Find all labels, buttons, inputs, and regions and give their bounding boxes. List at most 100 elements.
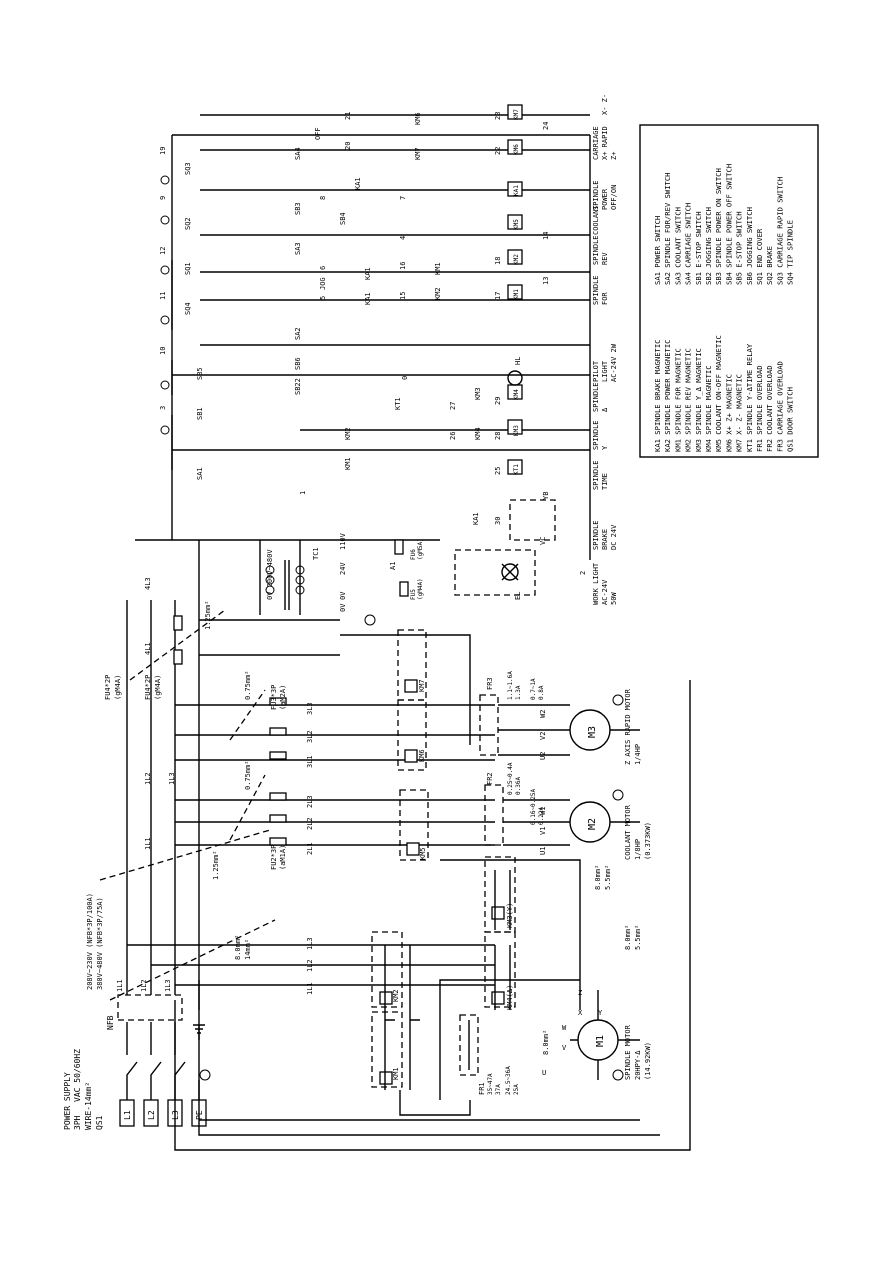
brake-enclosure (509, 499, 556, 541)
col-pilot-sub2: AC-24V 2W (610, 343, 618, 382)
fr1-set1: 35~47A (487, 1073, 494, 1095)
qs1-label: QS1 (95, 1115, 104, 1130)
m1-wire-4: 8.0mm² (594, 865, 602, 890)
km2-coil (507, 249, 523, 265)
km5-contactor (399, 789, 429, 861)
line-1l2: 1L2 (140, 979, 148, 992)
sb6-label: SB6 (294, 357, 302, 370)
legend-entry: KM2 SPINDLE REV MAGNETIC (684, 348, 693, 452)
wire-9: 9 (159, 196, 167, 200)
m1-rating: 20HPY-Δ (634, 1050, 642, 1080)
km3-label: KM3(Y) (506, 903, 514, 928)
sa4-label: SA4 (294, 147, 302, 160)
wire-11: 11 (159, 292, 167, 300)
line-1l3: 1L3 (164, 979, 172, 992)
wire-22: 22 (494, 147, 502, 155)
fu2-rating: (aM1A) (279, 845, 287, 870)
col-power-sub2: OFF/ON (610, 185, 618, 210)
sa1-label: SA1 (196, 467, 204, 480)
fu6-label: FU6 (410, 549, 417, 560)
wire-size-notes: 8.0mm² 14mm² 1.25mm² 0.75mm² 0.75mm² 1.2… (99, 600, 276, 1001)
fr3-label: FR3 (486, 677, 494, 690)
input-terminals: L1 L2 L3 PE (119, 1099, 207, 1127)
contact-km7: KM7 (414, 147, 422, 160)
legend-entry: KA1 SPINDLE BRAKE MAGNETIC (653, 339, 662, 452)
wire-2: 2 (579, 571, 587, 575)
m1-wire-1: 8.0mm² (542, 1030, 550, 1055)
fr2-set1: 0.25~0.4A (507, 762, 514, 795)
m2-kw: (0.373KW) (644, 822, 652, 860)
fu3-rating: (aM2A) (279, 685, 287, 710)
terminal-l1-label: L1 (123, 1110, 132, 1120)
tc1-primary: 0V 200V~480V (266, 549, 274, 600)
transformer: TC1 0V 200V~480V 0V 24V 110V 0V (135, 532, 440, 626)
km6-coil (507, 139, 523, 155)
m1-ground-icon (612, 1069, 624, 1081)
legend-entry: SB2 JOGGING SWITCH (704, 207, 713, 285)
wire-10: 10 (159, 347, 167, 355)
m2-term-w1: W1 (539, 807, 547, 815)
contact-km3: KM3 (474, 387, 482, 400)
wire-18: 18 (494, 257, 502, 265)
el-label: EL (514, 592, 522, 600)
col-pilot: PILOT (592, 360, 600, 382)
km3-coil-label: KM3 (513, 425, 520, 436)
legend-entry: SA1 POWER SWITCH (653, 216, 662, 285)
km5-coil (507, 214, 523, 230)
ground-icon (199, 1069, 211, 1081)
fu5-label: FU5 (410, 589, 417, 600)
wire-30: 30 (494, 517, 502, 525)
contact-ka1-a: KA1 (364, 292, 372, 305)
wire-26: 26 (449, 432, 457, 440)
contact-km2-b: KM2 (434, 287, 442, 300)
wire-6: 6 (319, 266, 327, 270)
fu4b-rating: (gM4A) (154, 675, 162, 700)
sq3-label: SQ3 (184, 162, 192, 175)
fu2-element (269, 837, 287, 846)
branch-2l3: 2L3 (306, 795, 314, 808)
col-brake-sub: BRAKE (601, 529, 609, 550)
col-time: SPINDLE (592, 460, 600, 490)
contact-km1-b: KM1 (434, 262, 442, 275)
wire-15: 15 (399, 292, 407, 300)
legend-entry: KM4 SPINDLE MAGNETIC (704, 365, 713, 452)
m1-term-y: Y (598, 1009, 603, 1017)
wire-29: 29 (494, 397, 502, 405)
wire-5: 5 (319, 296, 327, 300)
line-1l3-c: 1L3 (168, 772, 176, 785)
fr2-set3: 0.16~0.25A (530, 788, 537, 825)
col-coolant: COOLANT (592, 205, 600, 235)
branch-wiring: 1L1 1L2 1L3 2L1 2L2 2L3 3L1 3L2 3L3 1L1 … (127, 577, 495, 995)
col-for: SPINDLE (592, 275, 600, 305)
wire-ctrl: 1.25mm² (212, 850, 220, 880)
legend-entry: KT1 SPINDLE Y-ΔTIME RELAY (745, 343, 754, 452)
el-lamp-icon (501, 563, 519, 581)
line-1l1: 1L1 (116, 979, 124, 992)
legend-entry: SB4 SPINDLE POWER OFF SWITCH (724, 164, 733, 285)
m1-tag: M1 (595, 1035, 606, 1047)
m1-term-z: Z (578, 989, 582, 997)
branch-4l1: 4L1 (144, 642, 152, 655)
wire-24: 24 (542, 122, 550, 130)
wire-17: 17 (494, 292, 502, 300)
supply-phase: 3PH (73, 1115, 82, 1130)
supply-title: POWER SUPPLY (63, 1072, 72, 1130)
line-1l2-b: 1L2 (306, 959, 314, 972)
col-time-sub: TIME (601, 473, 609, 490)
m2-tag: M2 (587, 818, 598, 830)
col-power-sub: POWER (601, 188, 609, 210)
wire-3: 3 (159, 406, 167, 410)
legend-entry: FR3 CARRIAGE OVERLOAD (775, 361, 784, 452)
km7-label: KM7 (418, 679, 426, 692)
col-delta-sub: Δ (601, 407, 609, 412)
line-1l1-c: 1L1 (144, 837, 152, 850)
m1-group: M1 KM1 KM2 KM4(Δ) KM3(Y) FR1 35~47A 37A … (371, 856, 652, 1116)
m3-term-w2: W2 (539, 710, 547, 718)
col-carriage-minus: X- Z- (601, 94, 609, 115)
off-label: OFF (314, 127, 322, 140)
legend-entry: SA4 CARRIAGE SWITCH (684, 203, 693, 285)
ka1-coil (507, 181, 523, 197)
col-worklight-sub: AC-24V (601, 579, 609, 605)
m1-term-v: V (562, 1044, 567, 1052)
